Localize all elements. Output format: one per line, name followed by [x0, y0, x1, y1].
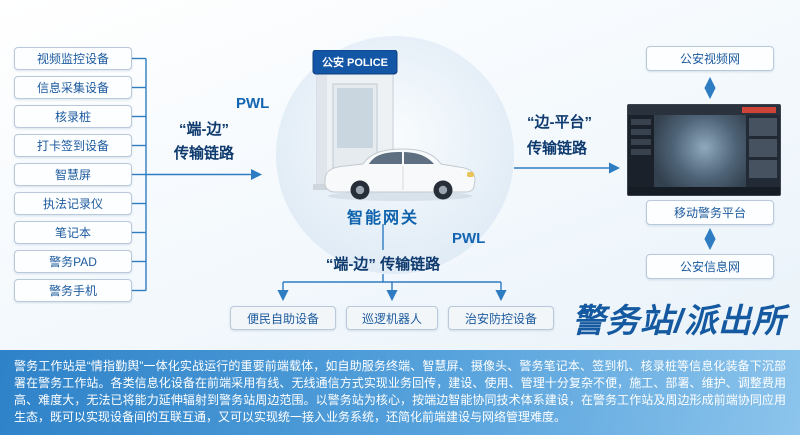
- police-car-illustration: [324, 148, 476, 201]
- left-link-label-line1: “端-边”: [179, 121, 229, 138]
- description-band: 警务工作站是“情指勤舆”一体化实战运行的重要前端载体，如自助服务终端、智慧屏、摄…: [0, 350, 800, 435]
- network-box-info-net: 公安信息网: [646, 254, 774, 279]
- device-box-verify-pile: 核录桩: [14, 105, 132, 128]
- right-link-label-line2: 传输链路: [527, 140, 588, 157]
- pwl-label-left: PWL: [236, 95, 270, 112]
- station-title: 警务站/派出所: [571, 302, 786, 339]
- left-link-label: “端-边” 传输链路: [148, 118, 260, 166]
- device-box-body-camera: 执法记录仪: [14, 192, 132, 215]
- right-link-label-line1: “边-平台”: [527, 114, 592, 131]
- network-box-mobile-platform: 移动警务平台: [646, 200, 774, 225]
- screenshot-thumbnails: [746, 115, 780, 187]
- smart-gateway-label: 智能网关: [346, 210, 419, 227]
- device-box-info-collect: 信息采集设备: [14, 76, 132, 99]
- police-sign-label: 公安 POLICE: [322, 55, 388, 69]
- device-box-police-phone: 警务手机: [14, 279, 132, 302]
- screenshot-topbar: [628, 105, 780, 115]
- right-link-label: “边-平台” 传输链路: [527, 110, 592, 162]
- device-box-patrol-robot: 巡逻机器人: [346, 306, 438, 330]
- description-text: 警务工作站是“情指勤舆”一体化实战运行的重要前端载体，如自助服务终端、智慧屏、摄…: [14, 359, 786, 424]
- device-box-checkin: 打卡签到设备: [14, 134, 132, 157]
- network-box-video-net: 公安视频网: [646, 46, 774, 71]
- screenshot-alert-bar: [742, 107, 776, 113]
- device-box-laptop: 笔记本: [14, 221, 132, 244]
- left-link-label-line2: 传输链路: [173, 145, 234, 162]
- screenshot-bottombar: [628, 187, 780, 195]
- screenshot-map-area: [654, 115, 746, 187]
- device-box-police-pad: 警务PAD: [14, 250, 132, 273]
- bottom-link-label: “端-边” 传输链路: [325, 256, 441, 273]
- device-box-security-control: 治安防控设备: [448, 306, 554, 330]
- device-box-smart-screen: 智慧屏: [14, 163, 132, 186]
- device-box-self-service: 便民自助设备: [230, 306, 336, 330]
- platform-screenshot: [627, 104, 781, 196]
- pwl-label-bottom: PWL: [452, 230, 486, 247]
- device-box-video-monitor: 视频监控设备: [14, 47, 132, 70]
- screenshot-left-panel: [628, 115, 654, 187]
- bottom-device-bracket: [277, 224, 507, 302]
- left-device-bracket: [132, 57, 263, 292]
